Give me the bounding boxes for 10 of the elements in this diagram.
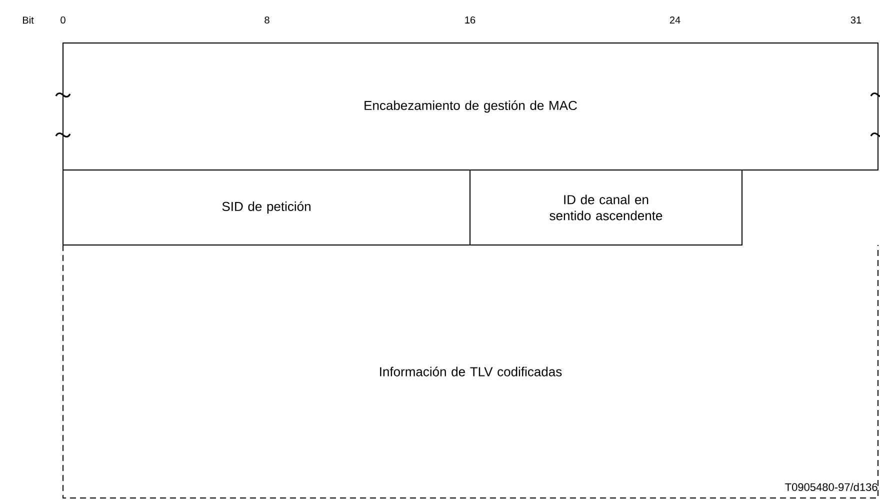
bit-number: 31: [850, 16, 862, 24]
field-box: ID de canal en sentido ascendente: [470, 170, 742, 246]
bit-number: 16: [465, 16, 476, 24]
bit-label: Bit: [23, 16, 34, 24]
bit-number: 0: [60, 16, 66, 24]
footer-code: T0905480-97/d136: [785, 482, 878, 492]
field-box: SID de petición: [62, 170, 470, 246]
field-box: Encabezamiento de gestión de MAC: [62, 42, 878, 170]
bit-number: 24: [670, 16, 680, 24]
bit-number: 8: [264, 16, 270, 24]
